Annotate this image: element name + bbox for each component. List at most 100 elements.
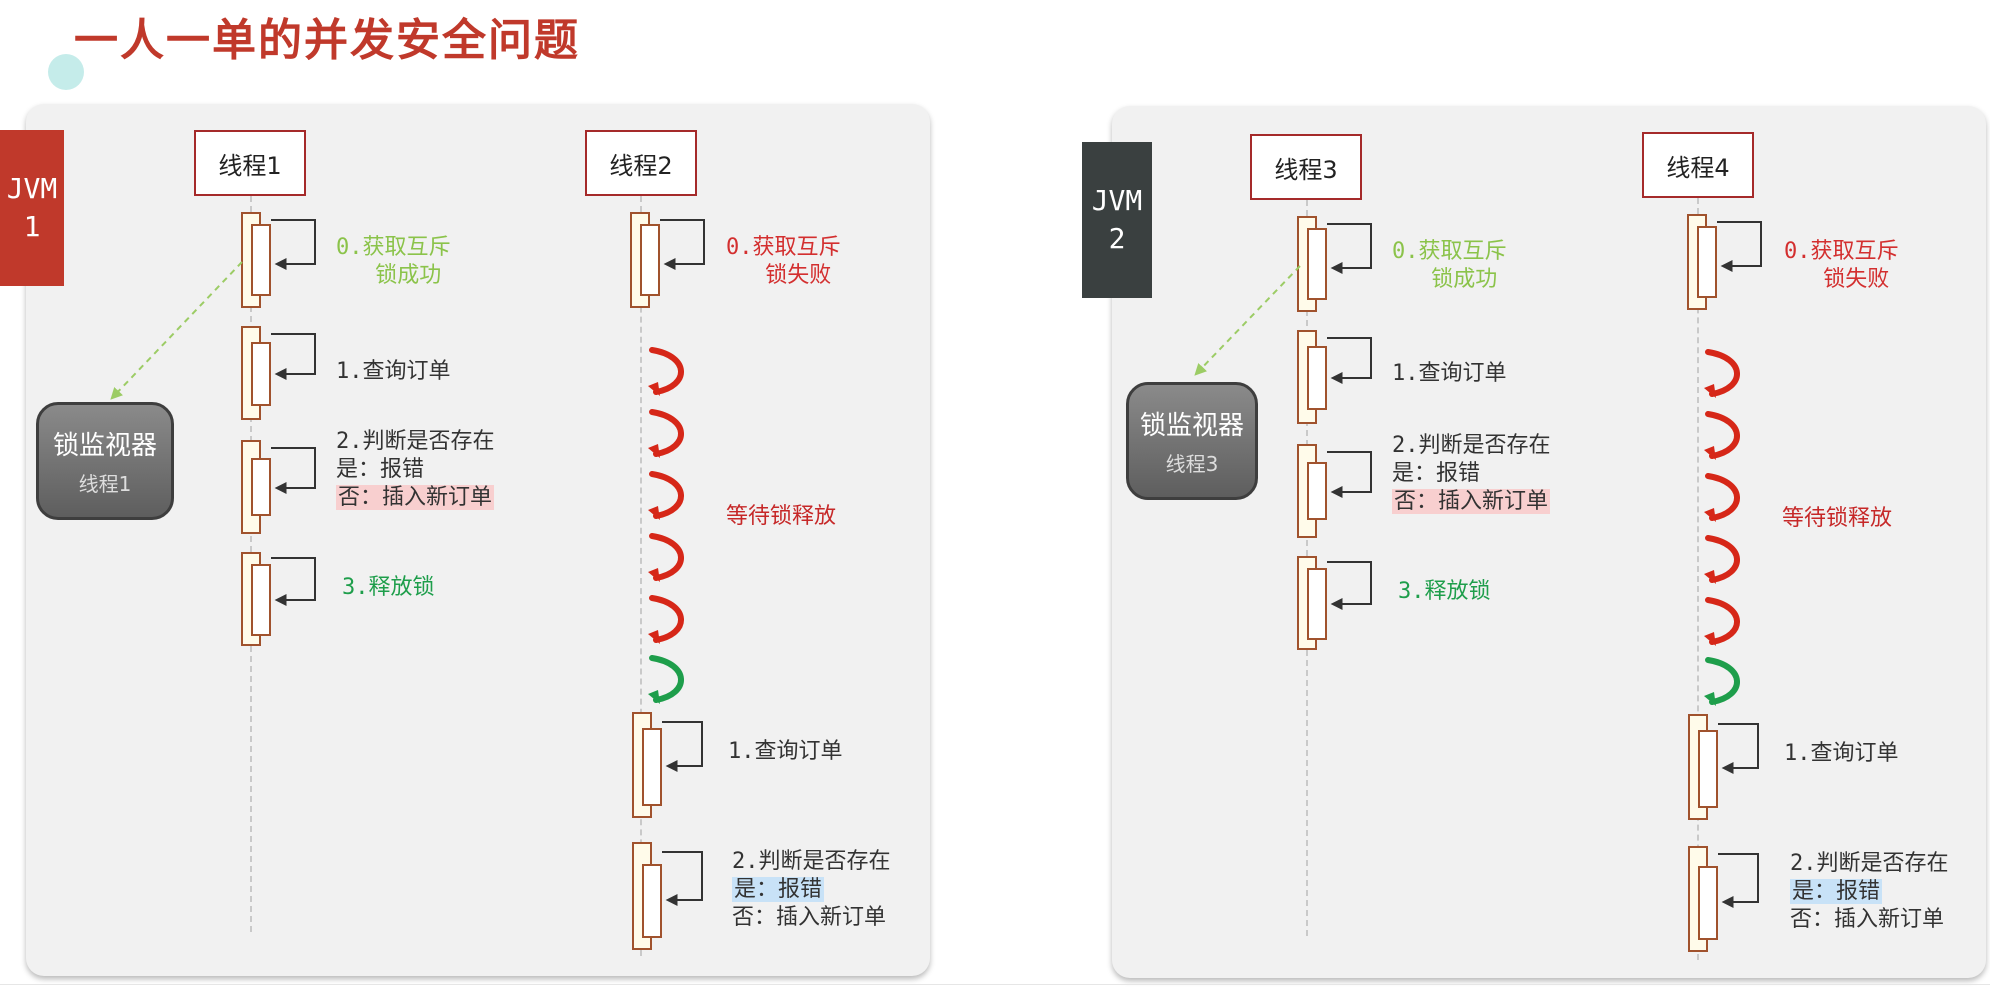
jvm1-number: 1 (23, 210, 41, 243)
jvm1-badge: JVM 1 (0, 130, 64, 286)
thread2-step-check-line3: 否：插入新订单 (732, 905, 887, 930)
title-dot-decoration (48, 54, 84, 90)
thread2-wait-loop-5 (648, 595, 684, 644)
jvm2-badge: JVM 2 (1082, 142, 1152, 298)
thread3-self-arrow-check (1327, 451, 1372, 498)
thread2-step-check-line1: 2.判断是否存在 (732, 849, 891, 874)
thread3-step-release: 3.释放锁 (1398, 579, 1491, 604)
thread3-step-query: 1.查询订单 (1392, 361, 1507, 386)
thread4-activation-lock-inner (1697, 226, 1717, 298)
thread1-step-lock: 0.获取互斥 锁成功 (336, 234, 451, 290)
thread2-activation-query-inner (642, 728, 662, 806)
thread1-self-arrow-check (271, 447, 316, 494)
thread3-step-lock: 0.获取互斥 锁成功 (1392, 238, 1507, 294)
thread4-step-query: 1.查询订单 (1784, 741, 1899, 766)
thread4-wait-label: 等待锁释放 (1782, 506, 1893, 531)
lock-monitor-jvm2-title: 锁监视器 (1139, 411, 1244, 441)
thread2-activation-check-inner (642, 864, 662, 938)
thread1-step-check-line1: 2.判断是否存在 (336, 429, 495, 454)
thread4-acquire-loop (1704, 657, 1740, 706)
thread4-step-check: 2.判断是否存在 是：报错 否：插入新订单 (1790, 850, 1949, 934)
thread1-self-arrow-release (271, 557, 316, 606)
thread3-step-check-line3: 否：插入新订单 (1392, 489, 1551, 514)
lock-monitor-jvm1: 锁监视器 线程1 (36, 402, 174, 520)
thread3-step-check-line1: 2.判断是否存在 (1392, 433, 1551, 458)
thread3-header: 线程3 (1250, 134, 1362, 200)
thread4-step-lock: 0.获取互斥 锁失败 (1784, 238, 1899, 294)
thread4-wait-loop-3 (1704, 473, 1740, 522)
thread4-self-arrow-lock (1717, 221, 1762, 272)
thread1-step-check-line3: 否：插入新订单 (336, 485, 495, 510)
jvm2-number: 2 (1108, 222, 1126, 255)
thread4-step-lock-line2: 锁失败 (1823, 267, 1890, 292)
thread1-self-arrow-query (271, 333, 316, 380)
thread3-activation-release-inner (1307, 568, 1327, 640)
thread1-step-release: 3.释放锁 (342, 575, 435, 600)
thread1-activation-release-inner (251, 564, 271, 636)
thread2-step-lock-line2: 锁失败 (765, 263, 832, 288)
jvm1-label: JVM (6, 172, 58, 205)
thread1-self-arrow-lock (271, 219, 316, 270)
lock-monitor-jvm2: 锁监视器 线程3 (1126, 382, 1258, 500)
thread1-step-lock-line1: 0.获取互斥 (336, 235, 451, 260)
thread2-acquire-loop (648, 655, 684, 704)
monitor2-dashed-arrow (1194, 265, 1301, 376)
thread2-lifeline (640, 196, 642, 956)
lock-monitor-jvm1-holder: 线程1 (78, 472, 132, 496)
thread4-wait-loop-5 (1704, 597, 1740, 646)
thread3-activation-lock-inner (1307, 228, 1327, 300)
thread3-step-check: 2.判断是否存在 是：报错 否：插入新订单 (1392, 432, 1551, 516)
thread2-wait-loop-1 (648, 347, 684, 396)
thread2-header: 线程2 (585, 130, 697, 196)
thread1-activation-query-inner (251, 342, 271, 406)
thread4-step-check-line3: 否：插入新订单 (1790, 907, 1945, 932)
thread4-step-lock-line1: 0.获取互斥 (1784, 239, 1899, 264)
thread2-step-check-line2: 是：报错 (732, 877, 825, 902)
thread2-self-arrow-query (662, 721, 703, 772)
thread2-wait-label: 等待锁释放 (726, 504, 837, 529)
thread4-wait-loop-4 (1704, 535, 1740, 584)
thread2-step-lock: 0.获取互斥 锁失败 (726, 234, 841, 290)
thread2-self-arrow-lock (660, 219, 705, 270)
thread3-step-check-line2: 是：报错 (1392, 461, 1481, 486)
thread3-step-lock-line2: 锁成功 (1431, 267, 1498, 292)
thread2-wait-loop-3 (648, 471, 684, 520)
thread3-activation-query-inner (1307, 346, 1327, 410)
thread1-step-check: 2.判断是否存在 是：报错 否：插入新订单 (336, 428, 495, 512)
thread4-step-check-line2: 是：报错 (1790, 879, 1883, 904)
thread4-step-check-line1: 2.判断是否存在 (1790, 851, 1949, 876)
thread2-step-lock-line1: 0.获取互斥 (726, 235, 841, 260)
thread2-wait-loop-4 (648, 533, 684, 582)
thread3-self-arrow-release (1327, 561, 1372, 610)
thread1-step-lock-line2: 锁成功 (375, 263, 442, 288)
thread2-activation-lock-inner (640, 224, 660, 296)
lock-monitor-jvm1-title: 锁监视器 (52, 431, 157, 461)
thread4-wait-loop-2 (1704, 411, 1740, 460)
thread3-self-arrow-query (1327, 337, 1372, 384)
thread3-activation-check-inner (1307, 462, 1327, 520)
thread1-step-query: 1.查询订单 (336, 359, 451, 384)
thread1-activation-lock-inner (251, 224, 271, 296)
thread2-step-check: 2.判断是否存在 是：报错 否：插入新订单 (732, 848, 891, 932)
lock-monitor-jvm2-holder: 线程3 (1165, 452, 1219, 476)
thread2-wait-loop-2 (648, 409, 684, 458)
thread4-wait-loop-1 (1704, 349, 1740, 398)
thread3-step-lock-line1: 0.获取互斥 (1392, 239, 1507, 264)
thread4-activation-check-inner (1698, 866, 1718, 940)
thread4-self-arrow-check (1718, 853, 1759, 908)
thread4-activation-query-inner (1698, 730, 1718, 808)
thread4-self-arrow-query (1718, 723, 1759, 774)
thread2-self-arrow-check (662, 851, 703, 906)
thread3-self-arrow-lock (1327, 223, 1372, 274)
jvm2-label: JVM (1091, 184, 1143, 217)
thread4-lifeline (1697, 198, 1699, 960)
thread1-step-check-line2: 是：报错 (336, 457, 425, 482)
jvm1-panel (26, 104, 930, 976)
monitor1-dashed-arrow (110, 261, 243, 400)
page-title: 一人一单的并发安全问题 (74, 15, 580, 66)
thread4-header: 线程4 (1642, 132, 1754, 198)
thread2-step-query: 1.查询订单 (728, 739, 843, 764)
thread1-activation-check-inner (251, 458, 271, 516)
footer-divider (0, 984, 1990, 985)
jvm2-panel (1112, 106, 1986, 978)
